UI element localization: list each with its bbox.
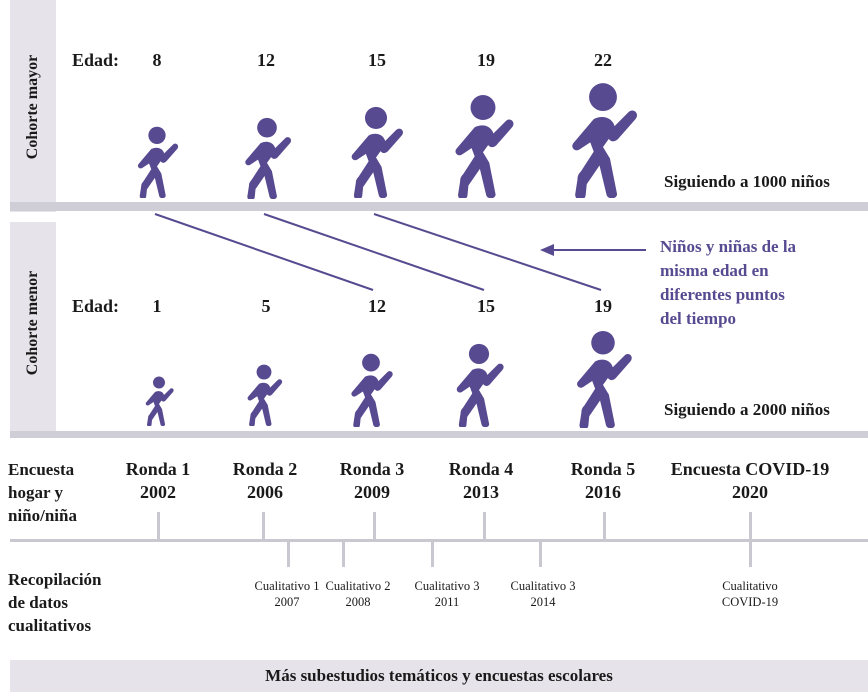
child-figure-icon (137, 126, 179, 198)
child-figure-icon (455, 95, 514, 198)
survey-tick (483, 512, 486, 539)
footer-text: Más subestudios temáticos y encuestas es… (265, 666, 613, 685)
older-edad-label: Edad: (72, 50, 120, 70)
child-figure-icon (247, 364, 283, 426)
annotation-line: misma edad en (660, 261, 769, 280)
connector-line-2 (263, 213, 485, 291)
qual-item-3: Cualitativo 3 2011 (401, 578, 493, 610)
round-name: Encuesta COVID-19 (670, 459, 830, 479)
round-year: 2016 (585, 482, 621, 502)
survey-tick (373, 512, 376, 539)
child-figure-icon (245, 117, 292, 199)
round-name: Ronda 3 (339, 459, 405, 479)
older-age-4: 19 (477, 50, 495, 70)
child-figure-icon (145, 376, 174, 426)
older-cohort-band (10, 0, 56, 212)
older-baseline (10, 202, 868, 211)
survey-label-line: niño/niña (8, 506, 77, 525)
child-figure-icon (351, 353, 393, 427)
round-4: Ronda 4 2013 (431, 458, 531, 504)
round-name: Ronda 1 (125, 459, 191, 479)
younger-age-4: 15 (477, 296, 495, 316)
younger-age-2: 5 (261, 296, 271, 316)
qual-tick (287, 542, 290, 567)
qual-year: COVID-19 (721, 595, 779, 609)
survey-tick (157, 512, 160, 539)
round-year: 2013 (463, 482, 499, 502)
survey-label-line: hogar y (8, 483, 63, 502)
child-figure-icon (572, 83, 638, 198)
qual-item-1: Cualitativo 1 2007 (229, 578, 345, 610)
qual-name: Cualitativo 3 (414, 579, 480, 593)
qual-tick (539, 542, 542, 567)
round-name: Ronda 4 (448, 459, 514, 479)
older-following: Siguiendo a 1000 niños (664, 172, 830, 191)
round-1: Ronda 1 2002 (108, 458, 208, 504)
round-2: Ronda 2 2006 (215, 458, 315, 504)
qualitative-label-line: Recopilación (8, 570, 102, 589)
round-name: Ronda 2 (232, 459, 298, 479)
younger-following: Siguiendo a 2000 niños (664, 400, 830, 419)
qual-tick (342, 542, 345, 567)
connector-line-3 (373, 213, 602, 291)
round-year: 2002 (140, 482, 176, 502)
qual-item-4: Cualitativo 3 2014 (497, 578, 589, 610)
qual-year: 2007 (274, 595, 300, 609)
footer-banner: Más subestudios temáticos y encuestas es… (10, 660, 868, 692)
qual-tick (749, 542, 752, 567)
qualitative-label-line: cualitativos (8, 616, 92, 635)
qual-name: Cualitativo 3 (510, 579, 576, 593)
same-age-annotation: Niños y niñas de la misma edad en difere… (660, 235, 860, 331)
qualitative-label-line: de datos (8, 593, 68, 612)
child-figure-icon (577, 330, 632, 428)
older-age-2: 12 (257, 50, 275, 70)
survey-tick (262, 512, 265, 539)
qual-year: 2014 (530, 595, 556, 609)
cohort-diagram-svg (137, 83, 646, 428)
older-age-1: 8 (152, 50, 162, 70)
qual-name: Cualitativo (722, 579, 778, 593)
younger-age-1: 1 (152, 296, 162, 316)
annotation-line: Niños y niñas de la (660, 237, 797, 256)
round-5: Ronda 5 2016 (553, 458, 653, 504)
qual-item-covid: Cualitativo COVID-19 (702, 578, 798, 610)
round-year: 2006 (247, 482, 283, 502)
left-arrow-icon (540, 244, 646, 256)
round-3: Ronda 3 2009 (322, 458, 422, 504)
annotation-line: diferentes puntos (660, 285, 785, 304)
younger-age-3: 12 (368, 296, 386, 316)
qual-item-2: Cualitativo 2 2008 (315, 578, 401, 610)
child-figure-icon (456, 343, 504, 427)
younger-age-5: 19 (594, 296, 612, 316)
older-age-5: 22 (594, 50, 612, 70)
survey-tick (603, 512, 606, 539)
older-age-3: 15 (368, 50, 386, 70)
round-covid: Encuesta COVID-19 2020 (660, 458, 840, 504)
timeline-divider (10, 539, 868, 542)
round-year: 2020 (732, 482, 768, 502)
qualitative-label: Recopilación de datos cualitativos (8, 568, 102, 637)
survey-label-line: Encuesta (8, 460, 75, 479)
connector-line-1 (154, 213, 374, 291)
qual-year: 2008 (345, 595, 371, 609)
round-name: Ronda 5 (570, 459, 636, 479)
qual-name: Cualitativo 1 (254, 579, 320, 593)
younger-cohort-band (10, 222, 56, 432)
survey-tick (749, 512, 752, 539)
younger-baseline (10, 431, 868, 438)
younger-edad-label: Edad: (72, 296, 120, 316)
survey-label: Encuesta hogar y niño/niña (8, 458, 77, 527)
qual-name: Cualitativo 2 (325, 579, 391, 593)
round-year: 2009 (354, 482, 390, 502)
annotation-line: del tiempo (660, 309, 737, 328)
qual-year: 2011 (434, 595, 460, 609)
child-figure-icon (351, 106, 403, 198)
qual-tick (431, 542, 434, 567)
